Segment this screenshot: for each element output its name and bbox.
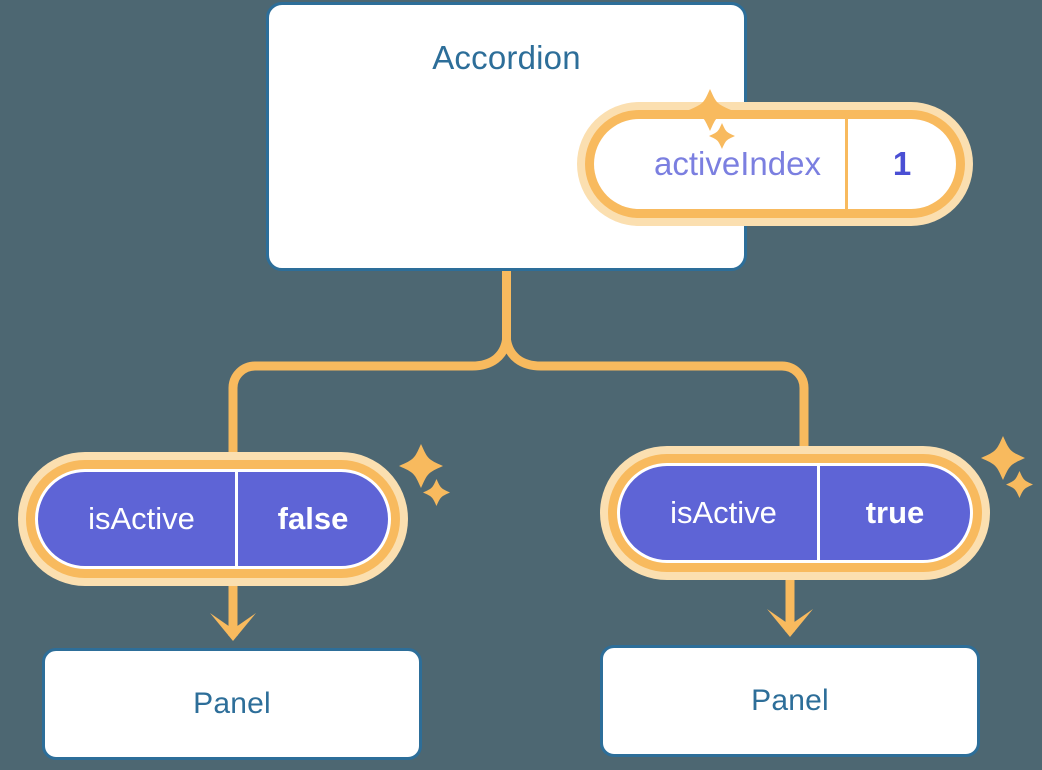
panel-label: Panel xyxy=(193,687,271,720)
pill-body: activeIndex 1 xyxy=(594,119,956,209)
arrow-right-pill-to-panel xyxy=(767,580,813,637)
state-key-label: activeIndex xyxy=(654,145,821,182)
accordion-card[interactable]: Accordion activeIndex 1 xyxy=(266,2,973,271)
connector-branch-right xyxy=(502,338,809,452)
sparkle-right-large-icon xyxy=(981,436,1025,480)
accordion-title: Accordion xyxy=(432,39,581,76)
panel-card-right[interactable]: Panel xyxy=(600,645,980,757)
sparkle-left-large-icon xyxy=(399,444,443,488)
sparkle-right-small-icon xyxy=(1005,470,1033,498)
state-pill-is-active-true[interactable]: isActive true xyxy=(600,446,990,580)
connector-branch-left xyxy=(228,338,511,459)
arrow-left-pill-to-panel xyxy=(210,586,256,641)
pill-ring: activeIndex 1 xyxy=(585,110,965,218)
pill-ring: isActive false xyxy=(26,460,400,578)
state-key-label: isActive xyxy=(88,501,195,536)
state-value-label: false xyxy=(235,472,388,566)
pill-body: isActive false xyxy=(35,469,391,569)
pill-body: isActive true xyxy=(617,463,973,563)
panel-card-left[interactable]: Panel xyxy=(42,648,422,760)
state-key-label: isActive xyxy=(670,495,777,530)
pill-ring: isActive true xyxy=(608,454,982,572)
panel-label: Panel xyxy=(751,684,829,717)
sparkle-left-small-icon xyxy=(422,478,450,506)
state-pill-is-active-false[interactable]: isActive false xyxy=(18,452,408,586)
state-pill-active-index[interactable]: activeIndex 1 xyxy=(577,102,973,226)
state-value-label: true xyxy=(817,466,970,560)
state-value-label: 1 xyxy=(845,119,956,209)
